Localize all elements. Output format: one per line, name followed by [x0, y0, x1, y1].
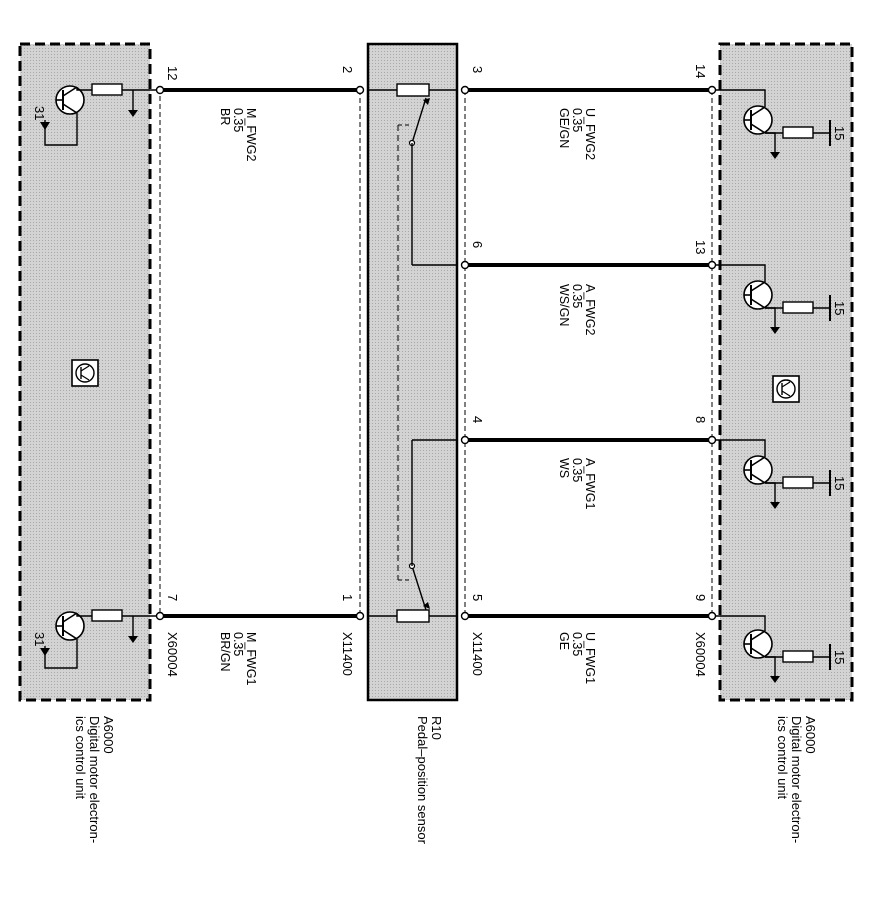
- right-transistor-14: [712, 89, 831, 159]
- pin-number: 2: [340, 66, 355, 73]
- wire-color: BR: [218, 108, 232, 125]
- supply-label-13: 15: [832, 301, 847, 315]
- wire-color: GE: [557, 632, 571, 650]
- wire-label-m-fwg2: M_FWG2 0.35 BR: [218, 108, 258, 162]
- right-unit-caption: A6000 Digital motor electron- ics contro…: [775, 716, 818, 843]
- wire-label-a-fwg2: A_FWG2 0.35 WS/GN: [557, 284, 597, 335]
- wire-signal: A_FWG2: [583, 284, 597, 335]
- pin-number: 13: [693, 240, 708, 254]
- pin-number: 9: [693, 594, 708, 601]
- wire-label-m-fwg1: M_FWG1 0.35 BR/GN: [218, 632, 258, 686]
- pin-number: 7: [165, 594, 180, 601]
- pin-number: 6: [470, 241, 485, 248]
- connector-id-left-unit: X60004: [165, 632, 180, 677]
- wire-signal: A_FWG1: [583, 458, 597, 509]
- wire-color: BR/GN: [218, 632, 232, 672]
- potentiometer-1: [368, 439, 457, 623]
- component-name: Pedal–position sensor: [415, 716, 430, 845]
- wire-signal: U_FWG2: [583, 108, 597, 160]
- right-transistor-13: [712, 264, 831, 334]
- connector-id-sensor-right: X11400: [470, 632, 485, 676]
- pin-number: 3: [470, 66, 485, 73]
- supply-label-14: 15: [832, 126, 847, 140]
- right-transistor-9: [712, 615, 831, 683]
- pin-number: 4: [470, 416, 485, 423]
- pin-number: 5: [470, 594, 485, 601]
- pin-number: 12: [165, 66, 180, 80]
- wire-size: 0.35: [231, 632, 245, 656]
- wire-color: WS/GN: [557, 284, 571, 326]
- wire-color: WS: [557, 458, 571, 478]
- pedal-position-sensor: [359, 42, 466, 702]
- connector-pins: [155, 85, 717, 621]
- component-id: A6000: [803, 716, 818, 754]
- wire-color: GE/GN: [557, 108, 571, 148]
- ground-label-bottom: 31: [32, 632, 47, 646]
- component-name-line1: Digital motor electron-: [789, 716, 804, 843]
- wire-signal: U_FWG1: [583, 632, 597, 684]
- sensor-caption: R10 Pedal–position sensor: [415, 716, 444, 845]
- left-transistor-7: [40, 609, 160, 669]
- left-unit-symbol-icon: [71, 359, 99, 387]
- wire-size: 0.35: [231, 108, 245, 132]
- pin-number: 8: [693, 416, 708, 423]
- wire-label-a-fwg1: A_FWG1 0.35 WS: [557, 458, 597, 509]
- right-transistor-8: [712, 439, 831, 509]
- pin-number: 1: [340, 594, 355, 601]
- wire-size: 0.35: [570, 284, 584, 308]
- ground-label-top: 31: [32, 106, 47, 120]
- wire-size: 0.35: [570, 632, 584, 656]
- wire-signal: M_FWG1: [244, 632, 258, 686]
- component-name-line2: ics control unit: [775, 716, 790, 799]
- wires: [160, 88, 712, 618]
- wire-signal: M_FWG2: [244, 108, 258, 162]
- right-control-unit: 15 15 15 15: [711, 42, 854, 702]
- supply-label-8: 15: [832, 476, 847, 490]
- wire-size: 0.35: [570, 108, 584, 132]
- component-id: R10: [429, 716, 444, 740]
- potentiometer-2: [368, 83, 457, 580]
- component-id: A6000: [101, 716, 116, 754]
- wire-label-u-fwg1: U_FWG1 0.35 GE: [557, 632, 597, 684]
- wire-size: 0.35: [570, 458, 584, 482]
- left-transistor-12: [40, 83, 160, 146]
- component-name-line1: Digital motor electron-: [87, 716, 102, 843]
- connector-id-right-unit: X60004: [693, 632, 708, 677]
- component-name-line2: ics control unit: [73, 716, 88, 799]
- supply-label-9: 15: [832, 650, 847, 664]
- wire-label-u-fwg2: U_FWG2 0.35 GE/GN: [557, 108, 597, 160]
- right-unit-symbol-icon: [772, 375, 800, 403]
- left-control-unit: 31 31: [18, 42, 161, 702]
- connector-id-sensor-left: X11400: [340, 632, 355, 676]
- left-unit-caption: A6000 Digital motor electron- ics contro…: [73, 716, 116, 843]
- pin-number: 14: [693, 64, 708, 78]
